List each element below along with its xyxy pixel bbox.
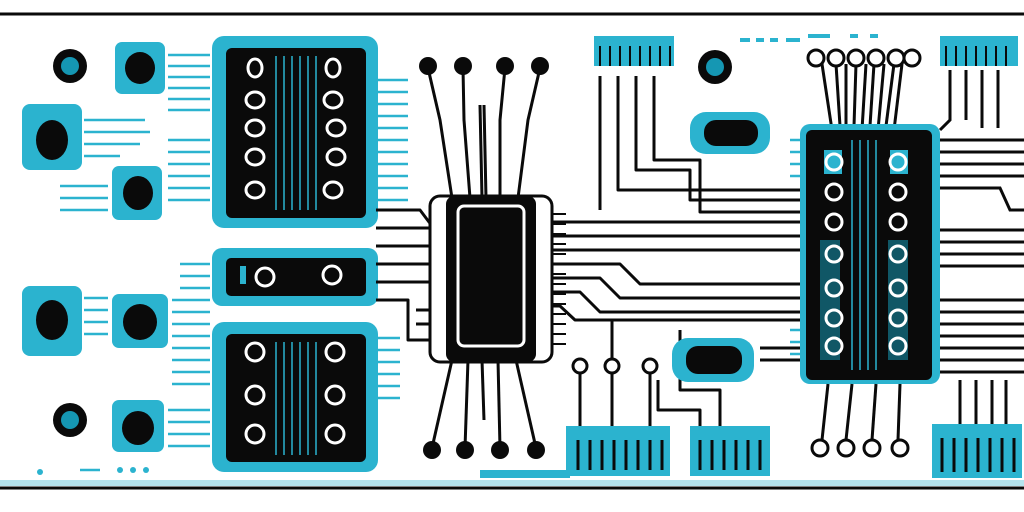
right-edge-traces (938, 70, 1024, 424)
right-top-traces (820, 63, 904, 131)
right-bottom-traces (820, 383, 902, 441)
frame-lines (0, 12, 1024, 490)
left-pin-stubs (60, 53, 408, 472)
chip-center (428, 194, 566, 364)
bottom-connectors (480, 424, 1022, 478)
right-edge-stubs (790, 138, 800, 356)
chip-left-bottom (212, 322, 378, 472)
oval-pads (672, 112, 770, 382)
lower-trace-rings (571, 357, 659, 375)
right-top-loops (806, 48, 922, 68)
center-trace-terminals (419, 57, 549, 459)
right-bottom-loops (810, 438, 910, 458)
chip-left-middle (212, 248, 378, 306)
left-square-pads (22, 42, 732, 452)
chip-left-top (212, 36, 378, 228)
chip-right (800, 124, 940, 384)
top-header-strips (594, 34, 1018, 66)
left-dots (37, 467, 149, 475)
